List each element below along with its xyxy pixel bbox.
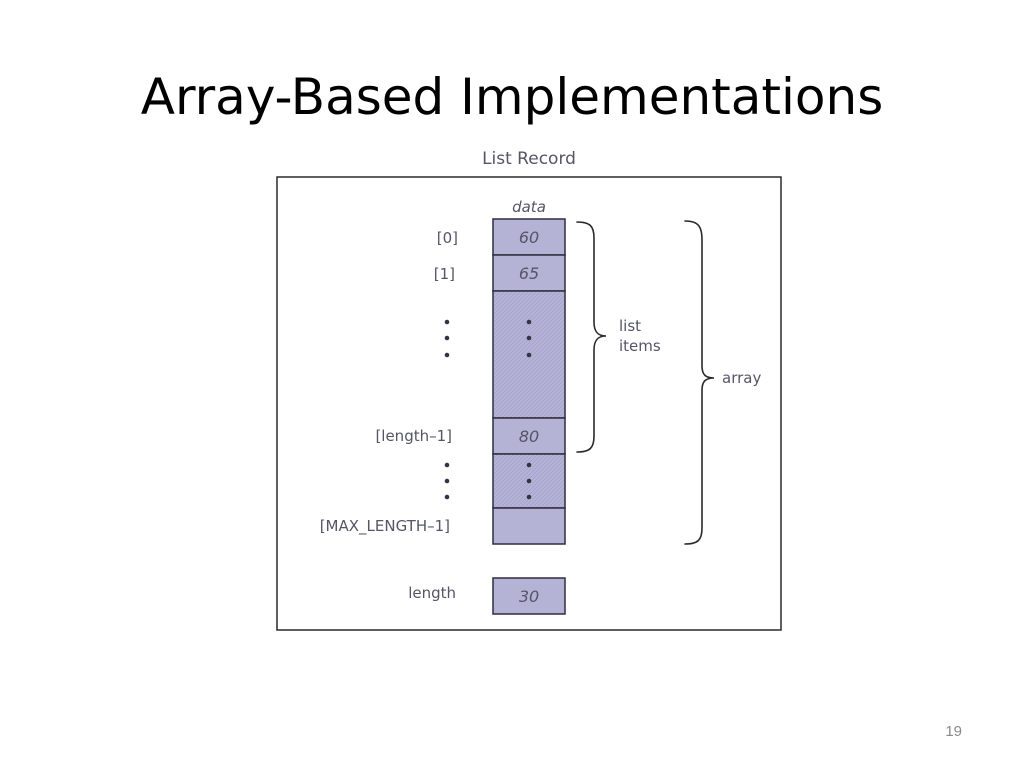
figure-caption: List Record: [482, 149, 576, 169]
array-cell-max-length-minus-1: [492, 507, 566, 545]
cell-value-length-minus-1: 80: [519, 427, 539, 446]
column-header: data: [512, 198, 546, 216]
length-field-cell: [492, 577, 566, 615]
index-label-max-length-minus-1: [MAX_LENGTH–1]: [320, 517, 450, 536]
array-brace: [684, 220, 715, 545]
array-cell-0: [492, 218, 566, 256]
list-items-label-line-1: list: [619, 317, 641, 335]
array-brace-label: array: [722, 369, 761, 387]
slide-number: 19: [945, 723, 962, 740]
cell-value-1: 65: [519, 264, 539, 283]
ellipsis-dots-upper: [444, 319, 532, 358]
list-items-brace: [576, 221, 607, 453]
ellipsis-dots-lower: [444, 462, 532, 500]
cell-value-0: 60: [519, 228, 539, 247]
length-field-value: 30: [519, 587, 539, 606]
length-field-label: length: [408, 584, 456, 602]
record-frame: [276, 176, 782, 631]
slide-title: Array-Based Implementations: [140, 68, 884, 126]
index-label-length-minus-1: [length–1]: [375, 427, 452, 445]
index-label-0: [0]: [437, 229, 458, 247]
list-items-label-line-2: items: [619, 337, 661, 355]
index-label-1: [1]: [434, 265, 455, 283]
